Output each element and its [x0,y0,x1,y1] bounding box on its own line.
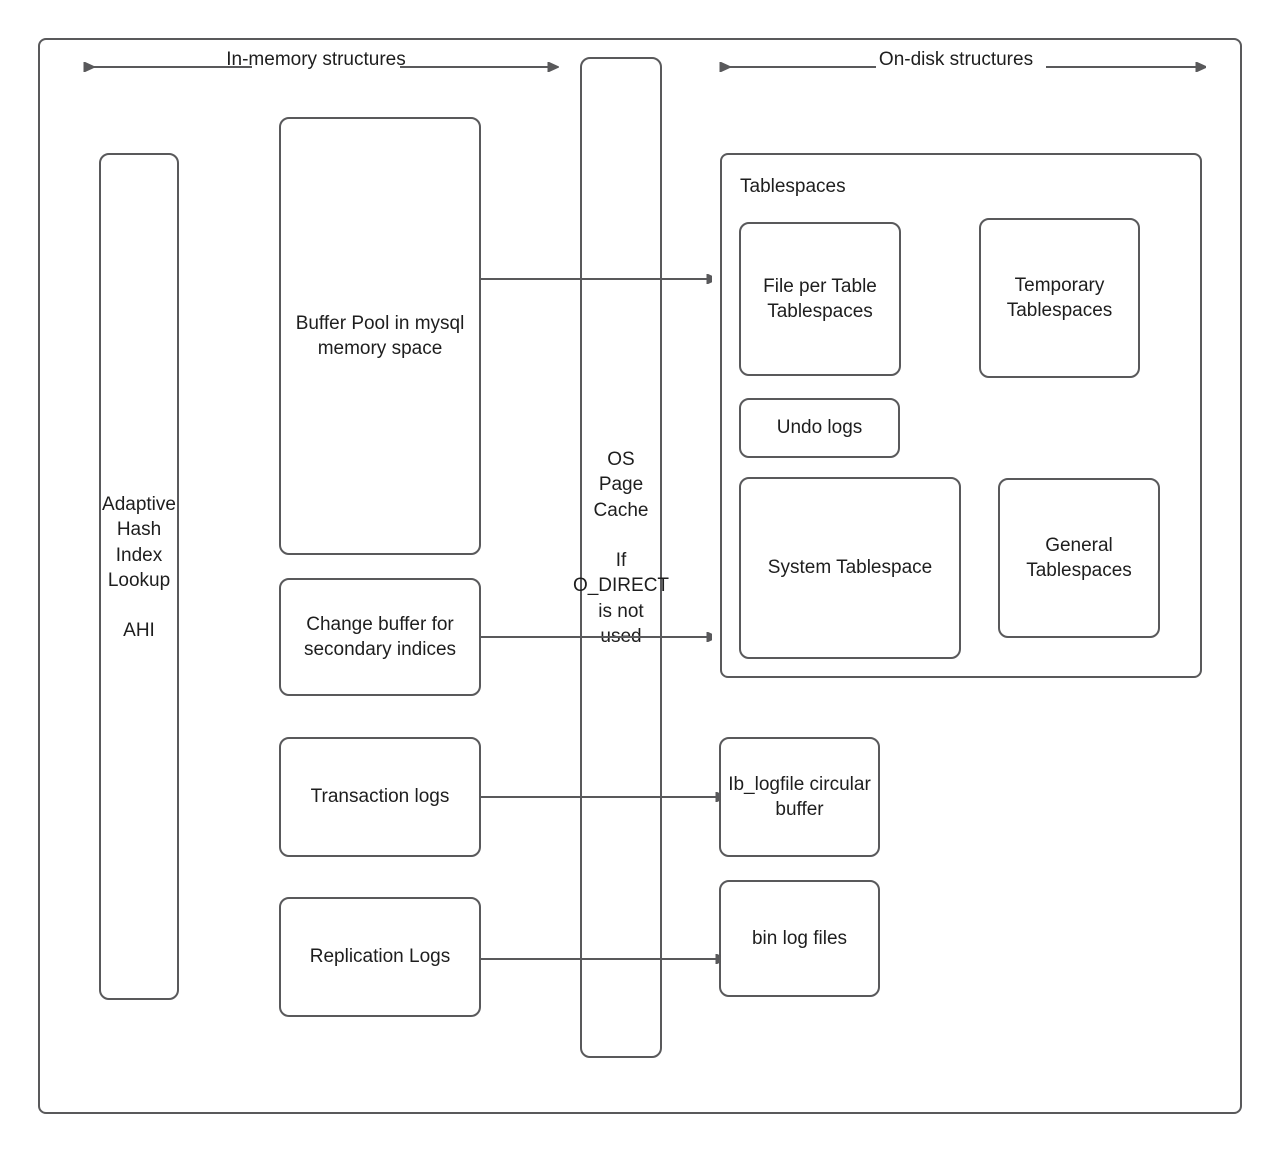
adaptive-hash-index-box[interactable] [99,153,179,1000]
temporary-tablespaces-label: Temporary Tablespaces [1006,274,1113,321]
buffer-pool-box[interactable]: Buffer Pool in mysql memory space [279,117,481,555]
ib-logfile-circular-buffer-label: Ib_logfile circular buffer [728,773,871,820]
os-page-cache-box[interactable] [580,57,662,1058]
general-tablespaces-label: General Tablespaces [1026,534,1132,581]
tablespaces-group-frame [720,153,1202,678]
ib-logfile-circular-buffer-box[interactable]: Ib_logfile circular buffer [719,737,880,857]
change-buffer-box[interactable]: Change buffer for secondary indices [279,578,481,696]
system-tablespace-box[interactable]: System Tablespace [739,477,961,659]
replication-logs-label: Replication Logs [309,946,451,968]
bin-log-files-box[interactable]: bin log files [719,880,880,997]
general-tablespaces-box[interactable]: General Tablespaces [998,478,1160,638]
on-disk-structures-label: On-disk structures [878,49,1034,70]
transaction-logs-box[interactable]: Transaction logs [279,737,481,857]
outer-boundary-frame [38,38,1242,1114]
transaction-logs-label: Transaction logs [310,786,450,808]
replication-logs-box[interactable]: Replication Logs [279,897,481,1017]
system-tablespace-label: System Tablespace [767,557,933,579]
file-per-table-tablespaces-box[interactable]: File per Table Tablespaces [739,222,901,376]
file-per-table-tablespaces-label: File per Table Tablespaces [763,275,877,322]
undo-logs-box[interactable]: Undo logs [739,398,900,458]
change-buffer-label: Change buffer for secondary indices [303,613,457,660]
buffer-pool-label: Buffer Pool in mysql memory space [295,312,465,359]
in-memory-structures-label: In-memory structures [226,49,406,70]
bin-log-files-label: bin log files [751,927,848,949]
undo-logs-label: Undo logs [776,417,863,439]
temporary-tablespaces-box[interactable]: Temporary Tablespaces [979,218,1140,378]
tablespaces-group-title: Tablespaces [740,176,846,197]
